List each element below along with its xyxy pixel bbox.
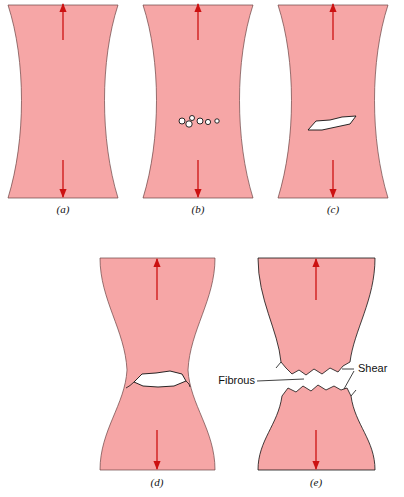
load-arrow bbox=[315, 259, 316, 300]
void-crack bbox=[308, 116, 356, 130]
shear-line bbox=[126, 381, 190, 388]
void bbox=[190, 116, 195, 121]
specimen-b bbox=[143, 4, 253, 198]
panel-caption: (a) bbox=[57, 203, 70, 215]
load-arrow bbox=[197, 160, 198, 197]
void bbox=[179, 118, 185, 124]
load-arrow bbox=[62, 4, 63, 40]
void bbox=[197, 118, 203, 124]
load-arrow bbox=[156, 259, 157, 300]
load-arrow bbox=[156, 430, 157, 469]
callout-label: Shear bbox=[357, 362, 388, 374]
leader-line bbox=[342, 369, 354, 370]
panel-caption: (d) bbox=[151, 476, 164, 488]
callout-label: Fibrous bbox=[217, 374, 256, 386]
void bbox=[186, 121, 192, 127]
specimen-c bbox=[278, 4, 388, 198]
load-arrow bbox=[197, 4, 198, 40]
leader-line bbox=[344, 371, 354, 389]
crack bbox=[134, 371, 186, 387]
microvoids bbox=[179, 116, 219, 128]
shear-lip bbox=[276, 362, 356, 396]
specimen-body bbox=[100, 258, 215, 470]
fracture-upper-half bbox=[258, 258, 375, 375]
load-arrow bbox=[315, 430, 316, 469]
specimen-body bbox=[143, 5, 253, 198]
load-arrow bbox=[62, 160, 63, 197]
panel-caption: (b) bbox=[192, 203, 205, 215]
leader-line bbox=[257, 379, 304, 381]
specimen-d bbox=[100, 258, 215, 470]
specimen-a bbox=[8, 4, 118, 198]
void bbox=[205, 119, 210, 124]
load-arrow bbox=[332, 160, 333, 197]
specimen-body bbox=[278, 5, 388, 198]
fracture-lower-half bbox=[258, 385, 375, 470]
load-arrow bbox=[332, 4, 333, 40]
void bbox=[215, 119, 219, 123]
panel-caption: (c) bbox=[327, 203, 339, 215]
panel-caption: (e) bbox=[310, 476, 322, 488]
specimen-body bbox=[8, 5, 118, 198]
